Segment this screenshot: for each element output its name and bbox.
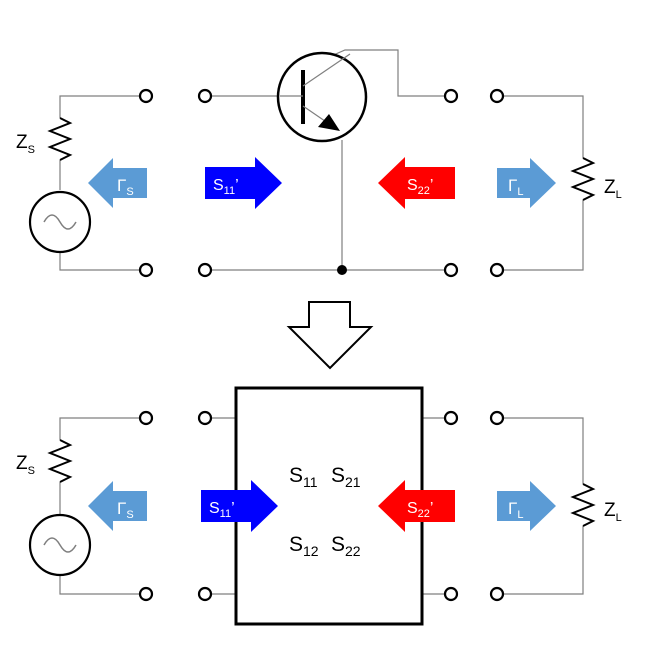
load-resistor-zl-icon <box>570 157 596 201</box>
gamma-l-arrow: ΓL <box>497 481 556 531</box>
terminal <box>489 262 505 278</box>
two-port-block-circuit: ZS ZL S11 S21 S12 S22 ΓS S11’ S22’ ΓL <box>16 386 622 626</box>
s22-prime-arrow: S22’ <box>378 480 455 532</box>
svg-text:S22’: S22’ <box>407 500 433 520</box>
s11-prime-arrow: S11’ <box>205 157 282 209</box>
terminal <box>443 262 459 278</box>
s11-prime-arrow: S11’ <box>201 480 278 532</box>
terminal <box>197 262 213 278</box>
source-resistor-zs-icon <box>47 439 73 483</box>
terminal <box>138 586 154 602</box>
terminal <box>138 88 154 104</box>
gamma-s-arrow: ΓS <box>88 481 147 531</box>
svg-text:S11’: S11’ <box>213 177 239 197</box>
svg-text:ΓL: ΓL <box>508 176 524 198</box>
s12-entry: S12 <box>289 533 319 559</box>
terminal <box>443 410 459 426</box>
s22-entry: S22 <box>331 533 361 559</box>
svg-text:ΓL: ΓL <box>508 499 524 521</box>
load-wire-top <box>500 417 584 484</box>
ac-source-icon <box>28 190 92 254</box>
transistor-circuit: ZS ZL ΓS S11’ S22’ ΓL <box>16 49 622 278</box>
terminal <box>138 262 154 278</box>
load-wire-bottom <box>500 200 584 271</box>
terminal <box>197 410 213 426</box>
terminal <box>489 88 505 104</box>
gamma-s-arrow: ΓS <box>88 158 147 208</box>
terminal <box>489 586 505 602</box>
terminal <box>197 586 213 602</box>
ac-source-icon <box>28 513 92 577</box>
zs-label: ZS <box>16 453 35 477</box>
collector-wire <box>321 49 445 97</box>
source-wire-top <box>59 417 140 440</box>
load-wire-top <box>500 95 584 158</box>
terminal <box>489 410 505 426</box>
load-resistor-zl-icon <box>570 483 596 527</box>
terminal <box>138 410 154 426</box>
svg-text:ΓS: ΓS <box>117 499 134 521</box>
terminal <box>443 586 459 602</box>
terminal <box>197 88 213 104</box>
s22-prime-arrow: S22’ <box>378 157 455 209</box>
zl-label: ZL <box>604 500 622 524</box>
svg-text:S11’: S11’ <box>209 500 235 520</box>
transformation-down-arrow-icon <box>286 301 374 370</box>
bjt-transistor-icon <box>276 51 368 143</box>
source-wire-bottom <box>59 575 140 595</box>
terminal <box>443 88 459 104</box>
source-resistor-zs-icon <box>47 117 73 161</box>
ground-node <box>337 265 347 275</box>
s11-entry: S11 <box>289 464 318 490</box>
source-wire-top <box>59 95 140 118</box>
load-wire-bottom <box>500 526 584 595</box>
svg-text:S22’: S22’ <box>407 177 433 197</box>
zl-label: ZL <box>604 177 622 201</box>
gamma-l-arrow: ΓL <box>497 158 556 208</box>
s21-entry: S21 <box>331 464 361 490</box>
zs-label: ZS <box>16 132 35 156</box>
svg-text:ΓS: ΓS <box>117 176 134 198</box>
